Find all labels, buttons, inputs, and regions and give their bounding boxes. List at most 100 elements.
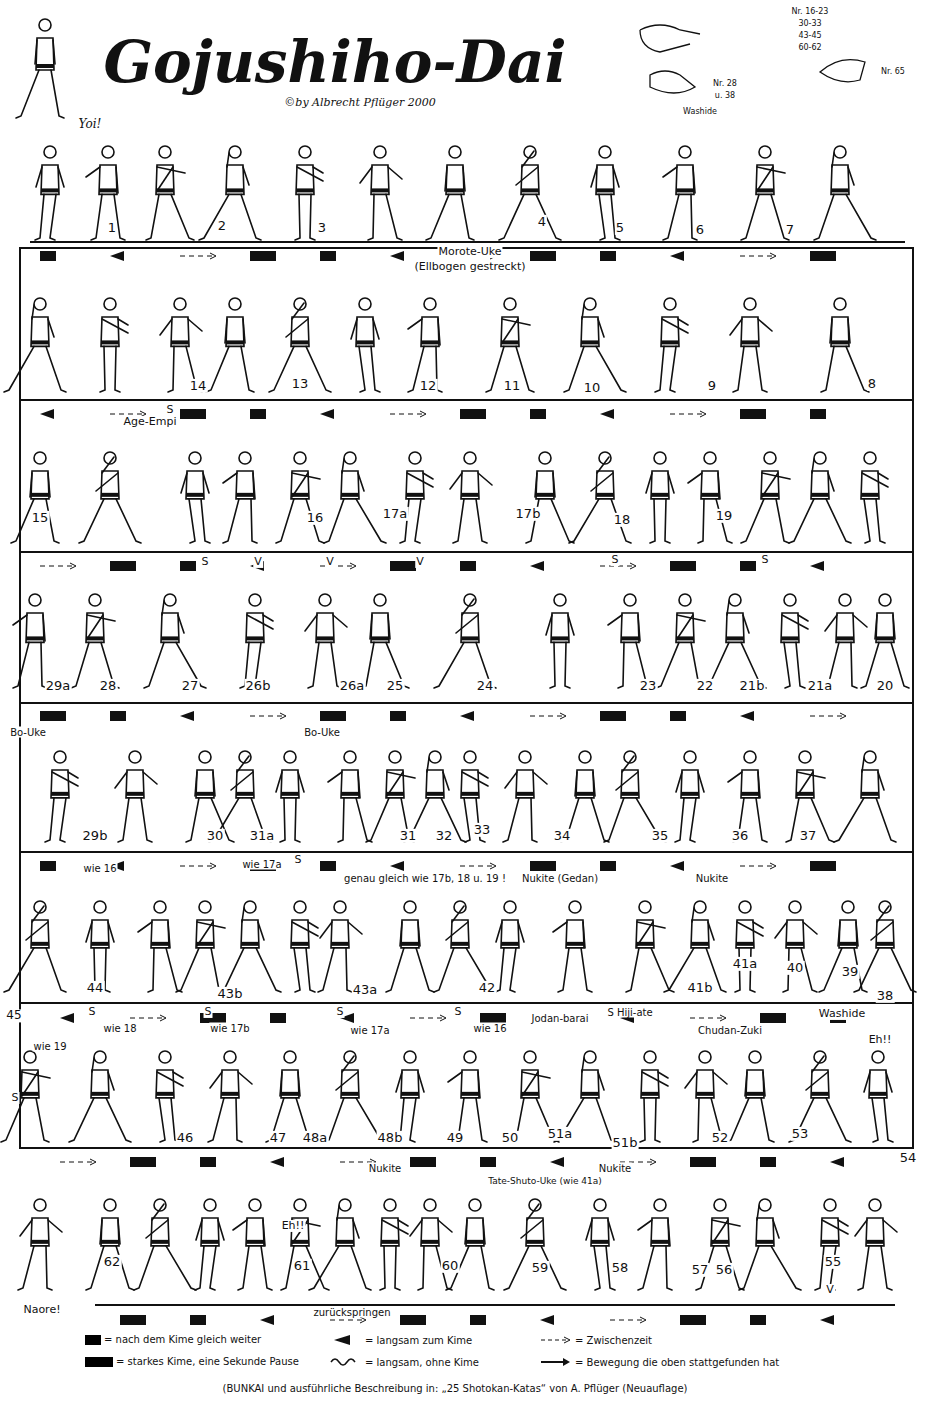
karate-figure [361,594,409,688]
figure-head [464,751,476,763]
figure-arm [188,319,202,331]
kime-mark [670,561,696,571]
figure-arm [243,167,249,185]
figure-head [834,146,846,158]
figure-head [389,751,401,763]
kime-mark [600,861,616,871]
hand-sketch [820,60,865,82]
kime-mark [530,409,546,419]
karate-figure [688,452,732,543]
figure-leg [504,1246,529,1290]
figure-arm [553,473,555,497]
figure-head [584,1051,596,1063]
karate-figure [71,594,119,688]
figure-arm [370,615,372,639]
annotation: (BUNKAI und ausführliche Beschreibung in… [222,1383,689,1394]
figure-head [464,1051,476,1063]
figure-head [284,751,296,763]
figure-arm [782,615,808,629]
figure-belt [99,188,117,192]
figure-leg [434,642,464,688]
interval-mark [40,566,74,567]
row-line [20,851,913,853]
karate-figure [499,146,561,240]
figure-head [24,1051,36,1063]
figure-arm [196,1220,202,1240]
legend-sample [330,1356,362,1368]
annotation: S [88,1006,97,1018]
kime-mark [750,1315,766,1325]
figure-jacket [196,770,214,798]
kime-mark [760,1157,776,1167]
kime-mark [250,409,266,419]
step-number: 43a [352,983,379,997]
figure-jacket [36,38,54,70]
figure-belt [51,792,69,796]
figure-leg [846,194,876,240]
figure-belt [866,1240,884,1244]
figure-arm [423,473,433,479]
figure-leg [884,1098,893,1142]
figure-head [154,901,166,913]
figure-belt [226,188,244,192]
step-number: 38 [876,989,895,1003]
arrow-head [840,713,846,719]
figure-leg [100,346,105,392]
interval-mark [740,256,774,257]
karate-figure [726,1051,774,1142]
interval-mark [330,1320,364,1321]
figure-leg [60,798,66,842]
figure-jacket [421,1218,439,1246]
figure-leg [858,1246,869,1290]
interval-mark [460,866,494,867]
figure-jacket [341,770,359,798]
figure-arm [638,615,640,641]
figure-belt [371,636,389,640]
karate-figure [291,901,318,992]
figure-leg [426,194,449,240]
figure-belt [236,792,254,796]
figure-arm [775,922,787,938]
figure-leg [241,346,254,392]
figure-belt [786,942,804,946]
figure-arm [622,756,634,772]
figure-leg [294,948,300,992]
figure-arm [871,922,893,940]
slow-mark [830,1157,844,1167]
figure-arm [382,1220,408,1234]
figure-belt [746,1092,764,1096]
figure-leg [4,948,34,992]
karate-figure [819,901,867,992]
arrow-head [770,863,776,869]
figure-jacket [621,613,639,642]
figure-arm [263,615,273,621]
karate-figure [861,452,888,543]
figure-arm [568,615,574,635]
figure-arm [478,1072,480,1098]
figure-belt [461,636,479,640]
figure-arm [48,319,54,337]
step-number: 21a [807,679,834,693]
figure-leg [594,1246,600,1290]
figure-jacket [161,613,179,642]
figure-leg [821,346,834,392]
figure-arm [342,1056,354,1072]
kime-mark [40,861,56,871]
figure-arm [328,772,342,782]
karate-figure [156,1051,183,1142]
figure-arm [438,319,440,345]
karate-figure [815,1199,848,1290]
kime-mark [320,251,336,261]
slow-mark [390,861,404,871]
figure-leg [36,1098,49,1142]
figure-leg [726,1098,749,1142]
slow-mark [40,409,54,419]
figure-leg [618,642,624,688]
annotation: V [253,556,263,568]
karate-figure [305,594,347,688]
interval-mark [110,414,144,415]
figure-leg [864,499,870,543]
figure-leg [826,499,851,543]
figure-leg [386,948,404,992]
annotation: 60-62 [797,44,822,53]
